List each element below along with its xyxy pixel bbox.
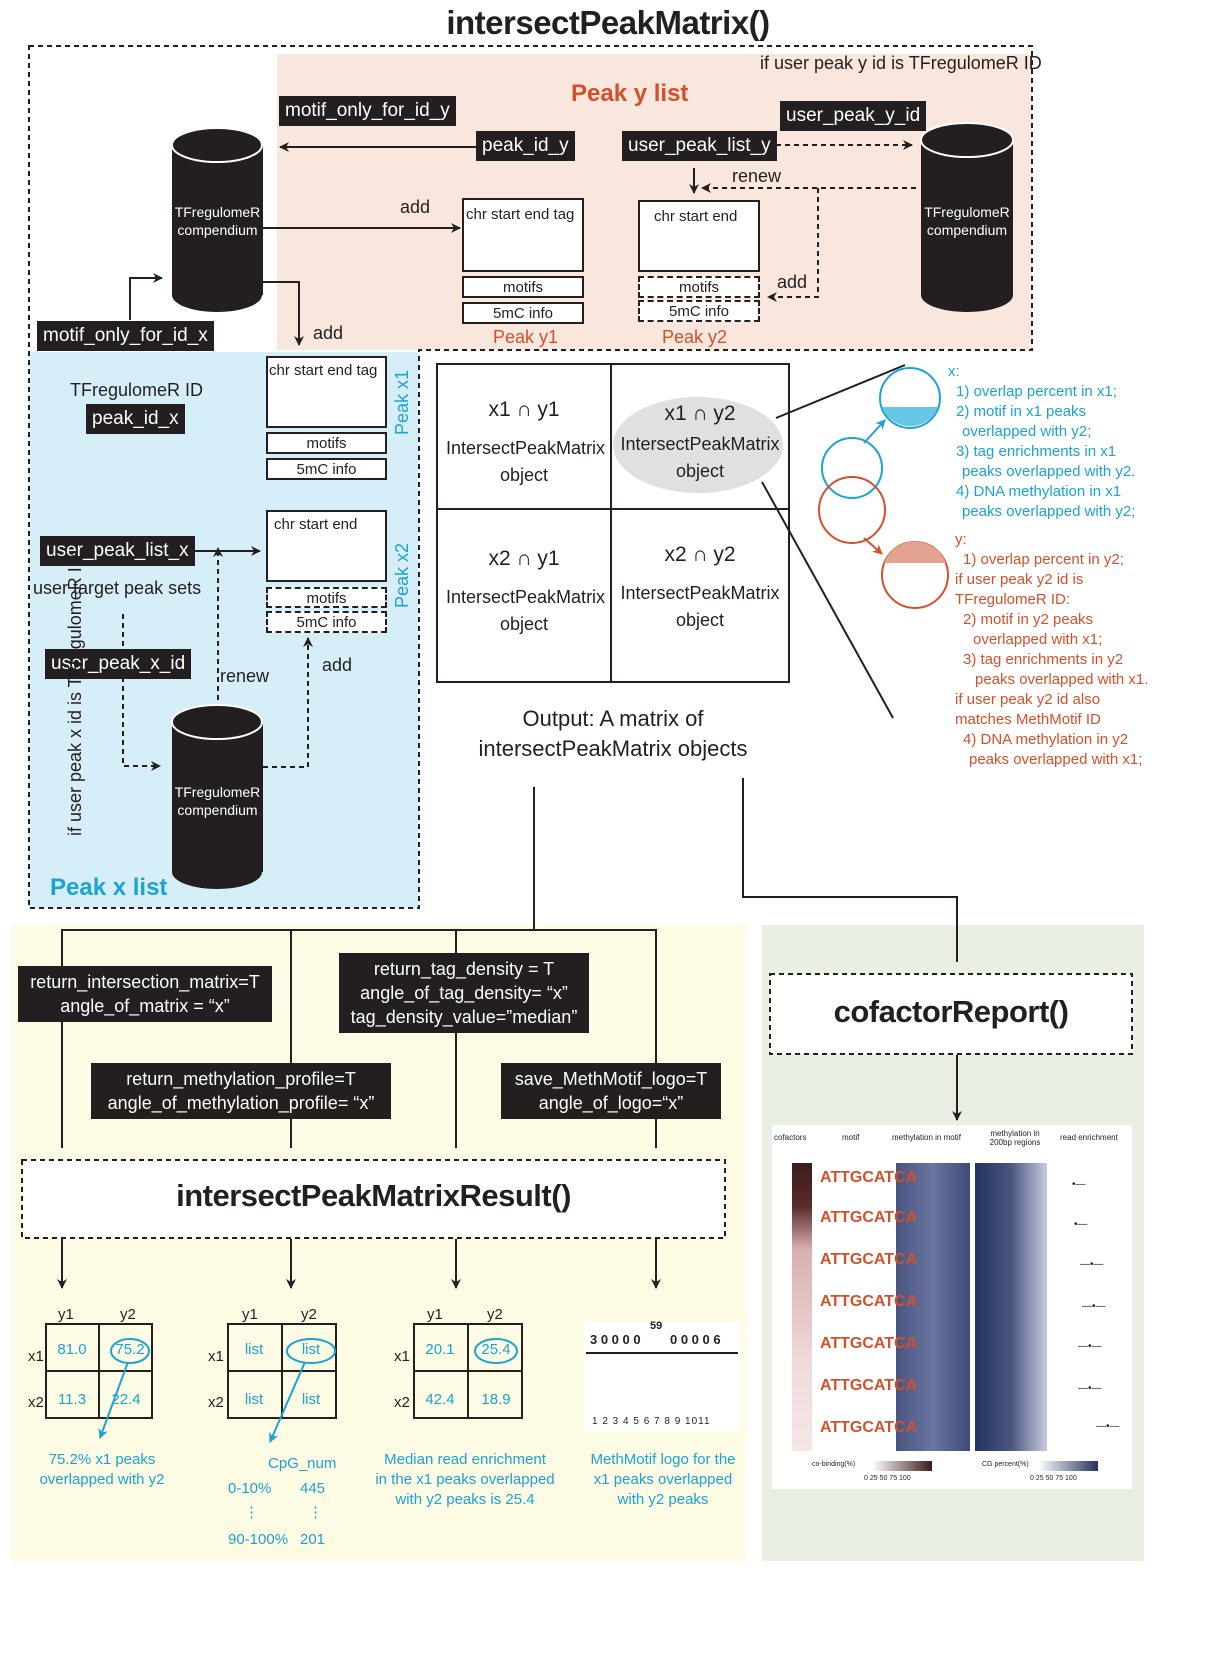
cylinder-bottom xyxy=(171,704,263,889)
t2-row-2: ⋮⋮ xyxy=(244,1504,323,1521)
peak-x2-motifs: motifs xyxy=(266,587,387,608)
t3-row-x1: x1 xyxy=(394,1348,410,1365)
cylinder-label-2: TFregulomeR compendium xyxy=(924,204,1010,238)
peak-id-y: peak_id_y xyxy=(476,131,575,161)
cylinder-label-1: TFregulomeR compendium xyxy=(174,204,261,238)
peak-y1-name: Peak y1 xyxy=(493,327,559,347)
t3-row-x2: x2 xyxy=(394,1394,410,1411)
peak-x1-name: Peak x1 xyxy=(392,369,412,435)
peak-x-list-title: Peak x list xyxy=(50,874,168,901)
y-info: y: 1) overlap percent in y2; if user pea… xyxy=(955,531,1149,768)
t1-col-y1: y1 xyxy=(58,1306,74,1323)
t2-v12: list xyxy=(301,1341,321,1358)
motif-only-for-id-x: motif_only_for_id_x xyxy=(37,321,214,351)
t2-col-y2: y2 xyxy=(301,1306,317,1323)
x-info: x: 1) overlap percent in x1; 2) motif in… xyxy=(948,363,1136,520)
t2-col-y1: y1 xyxy=(242,1306,258,1323)
peak-y-list-title: Peak y list xyxy=(571,80,689,107)
user-target-label: user target peak sets xyxy=(33,578,202,598)
motif-only-for-id-y: motif_only_for_id_y xyxy=(279,96,456,126)
t2-caption-head: CpG_num xyxy=(268,1455,337,1472)
peak-y2-motifs: motifs xyxy=(638,276,760,298)
page-title: intersectPeakMatrix() xyxy=(446,4,770,41)
peak-x2-box: chr start end xyxy=(266,510,387,582)
peak-x-renew-label: renew xyxy=(220,666,270,686)
t1-row-x2: x2 xyxy=(28,1394,44,1411)
peak-y1-methyl: 5mC info xyxy=(462,302,584,324)
t2-v21: list xyxy=(244,1391,264,1408)
peak-x-if-note: if user peak x id is TFregulomeR ID xyxy=(65,554,85,836)
t1-v11: 81.0 xyxy=(57,1341,87,1358)
peak-y2-name: Peak y2 xyxy=(662,327,728,347)
t3-v11: 20.1 xyxy=(425,1341,455,1358)
t3-col-y1: y1 xyxy=(427,1306,443,1323)
cylinder-label-3: TFregulomeR compendium xyxy=(174,784,261,818)
t3-v12: 25.4 xyxy=(481,1341,511,1358)
peak-x1-motifs: motifs xyxy=(266,432,387,454)
peak-y1-box: chr start end tag xyxy=(462,198,584,272)
t2-row-3: 90-100%201 xyxy=(228,1531,326,1548)
peak-y1-motifs: motifs xyxy=(462,276,584,298)
t3-v22: 18.9 xyxy=(481,1391,511,1408)
user-peak-y-id: user_peak_y_id xyxy=(780,101,927,131)
t2-row-x1: x1 xyxy=(208,1348,224,1365)
t2-row-x2: x2 xyxy=(208,1394,224,1411)
t1-col-y2: y2 xyxy=(120,1306,136,1323)
cylinder-top-left xyxy=(171,127,263,312)
cofactor-function-title: cofactorReport() xyxy=(833,994,1069,1029)
t2-v22: list xyxy=(301,1391,321,1408)
peak-y-renew-label: renew xyxy=(732,166,782,186)
t2-v11: list xyxy=(244,1341,264,1358)
peak-y-if-note: if user peak y id is TFregulomeR ID xyxy=(760,53,1042,73)
t3-col-y2: y2 xyxy=(487,1306,503,1323)
t1-v12: 75.2 xyxy=(115,1341,145,1358)
peak-y2-methyl: 5mC info xyxy=(638,300,760,322)
user-peak-x-id: user_peak_x_id xyxy=(45,649,192,679)
peak-x-add-label: add xyxy=(313,323,344,343)
result-function-title: intersectPeakMatrixResult() xyxy=(176,1178,571,1213)
peak-y-add-label-2: add xyxy=(777,272,808,292)
user-peak-list-x: user_peak_list_x xyxy=(40,536,195,566)
peak-x2-name: Peak x2 xyxy=(392,542,412,608)
t1-row-x1: x1 xyxy=(28,1348,44,1365)
peak-x-add-label-2: add xyxy=(322,655,353,675)
cofactor-report-figure: cofactors motif methylation in motif met… xyxy=(772,1125,1132,1489)
peak-y2-box: chr start end xyxy=(638,200,760,272)
peak-x2-methyl: 5mC info xyxy=(266,611,387,633)
peak-x1-methyl: 5mC info xyxy=(266,458,387,480)
methmotif-logo: 59 3 0 0 0 0 0 0 0 0 6 1 2 3 4 5 6 7 8 9… xyxy=(584,1320,740,1432)
peak-id-x: peak_id_x xyxy=(86,404,185,434)
peak-x1-box: chr start end tag xyxy=(266,356,387,428)
t2-row-1: 0-10%445 xyxy=(228,1480,326,1497)
cylinder-top-right xyxy=(920,122,1014,312)
peak-y-add-label: add xyxy=(400,197,431,217)
user-peak-list-y: user_peak_list_y xyxy=(622,131,777,161)
t1-v22: 22.4 xyxy=(111,1391,141,1408)
t3-v21: 42.4 xyxy=(425,1391,455,1408)
tfregulomer-id-label: TFregulomeR ID xyxy=(70,380,204,400)
t1-v21: 11.3 xyxy=(57,1391,87,1408)
